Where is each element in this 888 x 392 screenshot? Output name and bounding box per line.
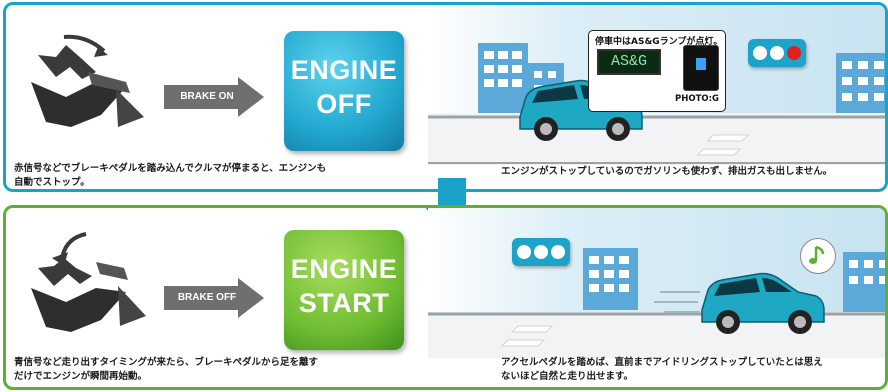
- music-note-icon: [809, 245, 825, 264]
- as-g-callout: 停車中はAS&Gランプが点灯。 AS&G PHOTO:G: [588, 30, 726, 112]
- engine-start-panel: BRAKE OFF ENGINE START: [3, 205, 888, 390]
- traffic-signal-green-icon: [512, 238, 570, 266]
- instrument-cluster-icon: [683, 45, 719, 91]
- engine-off-line2: OFF: [316, 89, 372, 119]
- engine-start-line1: ENGINE: [290, 254, 398, 284]
- off-caption-left: 赤信号などでブレーキペダルを踏み込んでクルマが停まると、エンジンも 自動でストッ…: [14, 163, 327, 188]
- engine-off-line1: ENGINE: [290, 55, 398, 85]
- start-caption-left: 青信号など走り出すタイミングが来たら、ブレーキペダルから足を離す だけでエンジン…: [14, 357, 319, 382]
- brake-off-label: BRAKE OFF: [177, 292, 237, 303]
- engine-off-panel: BRAKE ON ENGINE OFF: [3, 2, 888, 192]
- engine-off-badge: ENGINE OFF: [284, 31, 404, 151]
- traffic-signal-red-icon: [748, 39, 806, 67]
- as-g-display: AS&G: [597, 49, 661, 75]
- car-moving-icon: [701, 272, 825, 334]
- start-caption-right: アクセルペダルを踏めば、直前までアイドリングストップしていたとは思え ないほど自…: [501, 357, 823, 382]
- photo-label: PHOTO:G: [675, 94, 719, 104]
- brake-on-label: BRAKE ON: [180, 91, 234, 102]
- engine-start-scene: [428, 208, 885, 358]
- engine-start-badge: ENGINE START: [284, 230, 404, 350]
- foot-releasing-pedal-icon: [31, 232, 146, 332]
- brake-off-arrow: BRAKE OFF: [164, 278, 264, 318]
- foot-pressing-pedal-icon: [31, 34, 144, 127]
- engine-off-scene: 停車中はAS&Gランプが点灯。 AS&G PHOTO:G: [428, 5, 885, 165]
- brake-on-arrow: BRAKE ON: [164, 77, 264, 117]
- as-g-note: 停車中はAS&Gランプが点灯。: [595, 37, 723, 47]
- off-caption-right: エンジンがストップしているのでガソリンも使わず、排出ガスも出しません。: [501, 166, 833, 177]
- music-note-bubble: [800, 238, 836, 274]
- engine-start-line2: START: [298, 288, 390, 318]
